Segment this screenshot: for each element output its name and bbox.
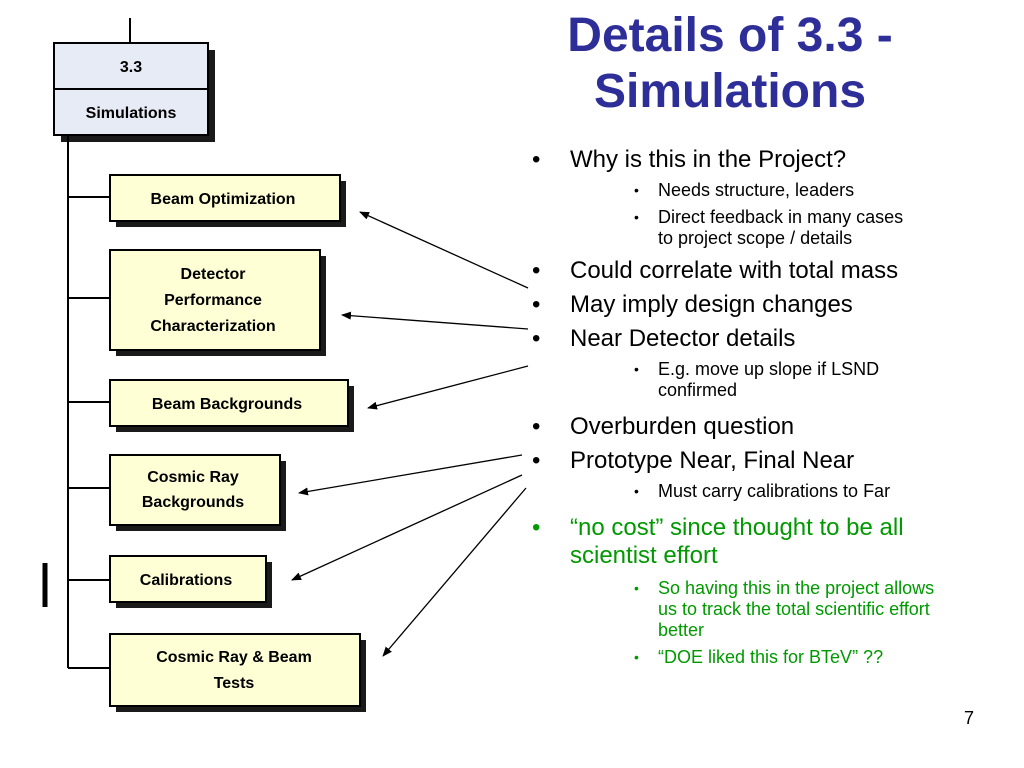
page-number: 7 bbox=[963, 708, 974, 728]
child-text-cosmic-ray-beam-tests-1: Cosmic Ray & Beam bbox=[156, 649, 312, 666]
sub-bullet-track-effort: So having this in the project allows us … bbox=[634, 578, 958, 641]
bullet-prototype-near: Prototype Near, Final Near bbox=[528, 447, 1008, 475]
arrow-to-calibrations bbox=[291, 474, 523, 581]
sub-bullet-doe-btev: “DOE liked this for BTeV” ?? bbox=[634, 647, 1008, 668]
slide-title-line2: Simulations bbox=[593, 65, 867, 118]
slide-title-line1: Details of 3.3 - bbox=[567, 9, 893, 62]
child-text-detector-performance-2: Performance bbox=[164, 292, 262, 309]
root-number-box bbox=[53, 42, 209, 90]
child-box-detector-performance bbox=[109, 249, 321, 351]
arrow-to-beam-backgrounds bbox=[367, 365, 529, 410]
root-number-text: 3.3 bbox=[120, 59, 142, 76]
root-label-box bbox=[53, 88, 209, 136]
sub-bullet-calibrations-far: Must carry calibrations to Far bbox=[634, 481, 1008, 502]
arrow-to-cosmic-ray-beam-tests bbox=[382, 487, 527, 657]
child-box-calibrations bbox=[109, 555, 267, 603]
bullet-design-changes: May imply design changes bbox=[528, 291, 1008, 319]
arrow-to-cosmic-ray-backgrounds bbox=[298, 454, 523, 496]
child-text-beam-backgrounds: Beam Backgrounds bbox=[152, 396, 302, 413]
sub-bullet-lsnd: E.g. move up slope if LSND confirmed bbox=[634, 359, 958, 401]
child-box-cosmic-ray-beam-tests bbox=[109, 633, 361, 707]
bullet-why-in-project: Why is this in the Project? bbox=[528, 146, 1008, 174]
child-text-cosmic-ray-beam-tests-2: Tests bbox=[214, 675, 255, 692]
child-box-beam-backgrounds bbox=[109, 379, 349, 427]
child-text-cosmic-ray-backgrounds-1: Cosmic Ray bbox=[147, 469, 239, 486]
bullet-correlate-mass: Could correlate with total mass bbox=[528, 257, 1008, 285]
bullet-overburden: Overburden question bbox=[528, 413, 1008, 441]
child-text-beam-optimization: Beam Optimization bbox=[151, 191, 296, 208]
arrow-to-detector-performance bbox=[341, 311, 529, 330]
child-box-beam-optimization bbox=[109, 174, 341, 222]
bullet-list: Why is this in the Project? Needs struct… bbox=[528, 146, 1008, 668]
child-text-calibrations: Calibrations bbox=[140, 572, 233, 589]
child-text-cosmic-ray-backgrounds-2: Backgrounds bbox=[142, 494, 244, 511]
root-label-text: Simulations bbox=[86, 105, 177, 122]
child-text-detector-performance-1: Detector bbox=[181, 266, 246, 283]
bullet-near-detector: Near Detector details bbox=[528, 325, 1008, 353]
sub-bullet-direct-feedback: Direct feedback in many cases to project… bbox=[634, 207, 918, 249]
bullet-no-cost: “no cost” since thought to be all scient… bbox=[528, 514, 970, 570]
child-box-cosmic-ray-backgrounds bbox=[109, 454, 281, 526]
child-text-detector-performance-3: Characterization bbox=[150, 318, 275, 335]
sub-bullet-needs-structure: Needs structure, leaders bbox=[634, 180, 1008, 201]
slide-title: Details of 3.3 - Simulations bbox=[520, 8, 940, 120]
arrow-to-beam-optimization bbox=[359, 211, 529, 289]
